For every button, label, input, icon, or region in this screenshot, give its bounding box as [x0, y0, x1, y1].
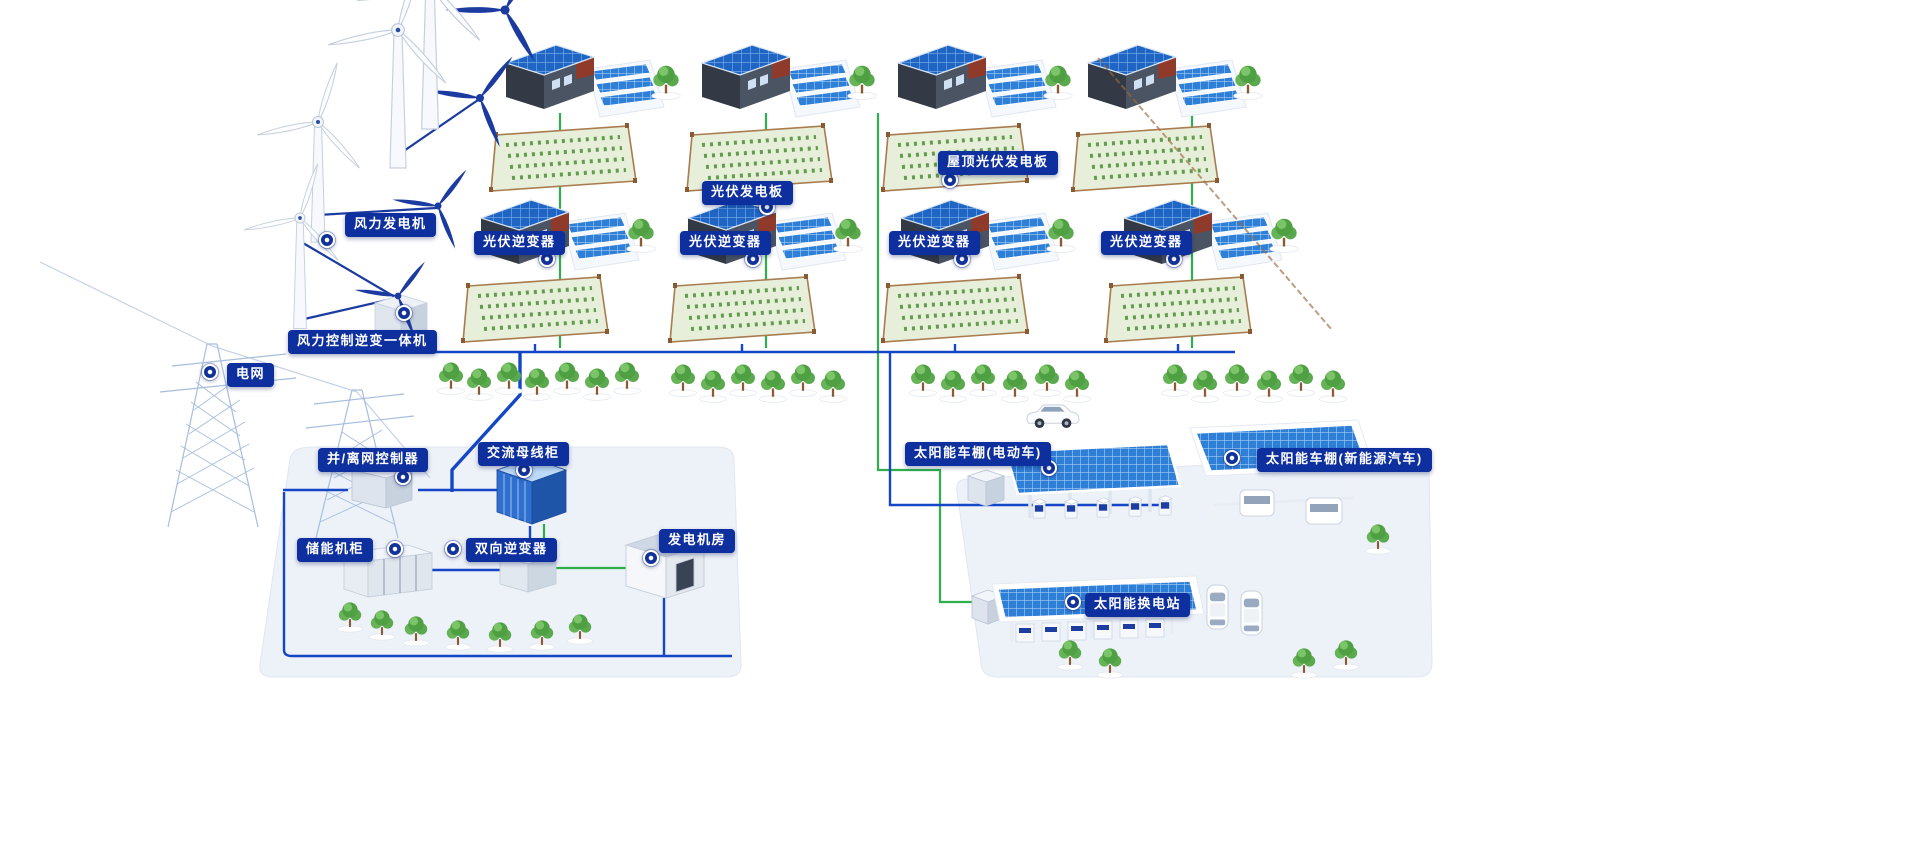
label-dot-storage-cabinet	[387, 541, 403, 557]
nev-vehicles	[1239, 489, 1343, 525]
label-dot-bidirectional-inverter	[445, 541, 461, 557]
label-pv-inverter-1[interactable]: 光伏逆变器	[474, 231, 565, 255]
label-generator-room[interactable]: 发电机房	[659, 529, 736, 553]
label-solar-carport-ev[interactable]: 太阳能车棚(电动车)	[905, 442, 1051, 466]
label-dot-wind-control-inverter	[396, 305, 412, 321]
label-bidirectional-inverter[interactable]: 双向逆变器	[466, 538, 557, 562]
label-pv-inverter-3[interactable]: 光伏逆变器	[889, 231, 980, 255]
label-dot-generator-room	[643, 550, 659, 566]
label-power-grid[interactable]: 电网	[227, 363, 275, 387]
label-solar-carport-nev[interactable]: 太阳能车棚(新能源汽车)	[1257, 448, 1432, 472]
fence-line	[1097, 57, 1333, 331]
label-storage-cabinet[interactable]: 储能机柜	[297, 538, 374, 562]
label-wind-control-inverter[interactable]: 风力控制逆变一体机	[288, 330, 437, 354]
label-dot-wind-turbine	[319, 232, 335, 248]
label-dot-solar-carport-nev	[1224, 450, 1240, 466]
transmission-towers	[159, 343, 415, 539]
transformer-box	[966, 469, 1006, 507]
label-dot-power-grid	[202, 364, 218, 380]
label-ac-bus-cabinet[interactable]: 交流母线柜	[478, 442, 569, 466]
label-rooftop-pv-panel[interactable]: 屋顶光伏发电板	[938, 151, 1058, 175]
label-pv-panel[interactable]: 光伏发电板	[702, 181, 793, 205]
label-pv-inverter-4[interactable]: 光伏逆变器	[1101, 231, 1192, 255]
label-grid-controller[interactable]: 并/离网控制器	[318, 448, 429, 472]
label-wind-turbine[interactable]: 风力发电机	[345, 213, 436, 237]
label-dot-solar-swap-station	[1065, 594, 1081, 610]
solar-swap-station-structure	[991, 575, 1263, 643]
battery-cabinets	[1015, 618, 1165, 643]
label-solar-swap-station[interactable]: 太阳能换电站	[1085, 593, 1191, 617]
label-pv-inverter-2[interactable]: 光伏逆变器	[680, 231, 771, 255]
